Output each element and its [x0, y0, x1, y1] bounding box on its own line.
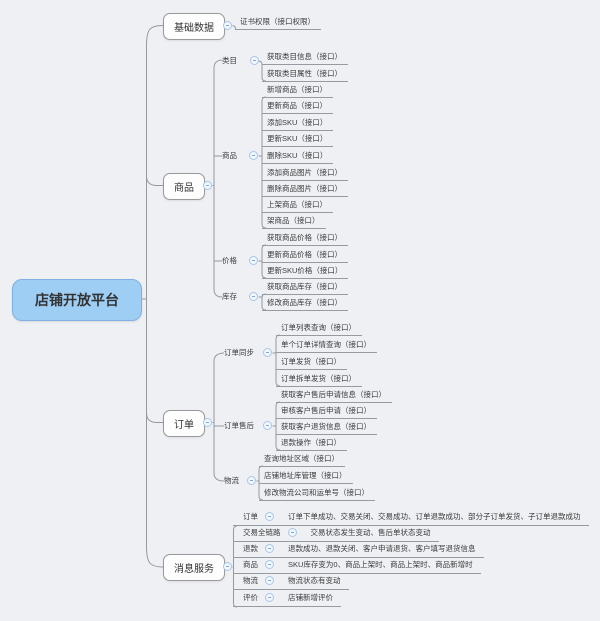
leaf-node[interactable]: 订单发货（接口） — [276, 356, 347, 370]
collapse-minus-icon[interactable] — [265, 560, 274, 569]
branch-label: 订单 — [174, 420, 194, 431]
leaf-node[interactable]: 获取商品库存（接口） — [262, 281, 348, 295]
collapse-minus-icon[interactable] — [263, 421, 272, 430]
leaf-node[interactable]: 删除商品图片（接口） — [262, 183, 348, 197]
message-topic-label[interactable]: 订单 — [243, 512, 258, 521]
collapse-minus-icon[interactable] — [249, 151, 258, 160]
leaf-node[interactable]: 删除SKU（接口） — [262, 150, 334, 164]
message-topic-label[interactable]: 物流 — [243, 576, 258, 585]
leaf-node[interactable]: 订单拆单发货（接口） — [276, 373, 362, 387]
leaf-node[interactable]: 更新SKU价格（接口） — [262, 265, 349, 279]
message-topic-row-trade-chain[interactable]: 交易全链路 交易状态发生变动、售后单状态变动 — [233, 527, 439, 542]
message-topic-content: 订单下单成功、交易关闭、交易成功、订单退款成功、部分子订单发货、子订单退款成功 — [288, 512, 581, 521]
minus-glyph — [268, 580, 271, 581]
collapse-minus-icon[interactable] — [265, 512, 274, 521]
message-topic-content: 店铺新增评价 — [288, 593, 333, 602]
leaf-node[interactable]: 获取类目信息（接口） — [262, 51, 348, 65]
message-topic-content: SKU库存变为0、商品上架时、商品上架时、商品新增时 — [288, 560, 473, 569]
message-topic-label[interactable]: 退款 — [243, 544, 258, 553]
message-topic-content: 物流状态有变动 — [288, 576, 341, 585]
message-topic-row-refund[interactable]: 退款 退款成功、退款关闭、客户申请退货、客户填写退货信息 — [233, 543, 484, 558]
leaf-node[interactable]: 新增商品（接口） — [262, 84, 333, 98]
leaf-node[interactable]: 查询地址区域（接口） — [259, 453, 345, 467]
branch-node-message-service[interactable]: 消息服务 — [163, 554, 225, 581]
leaf-node[interactable]: 修改物流公司和运单号（接口） — [259, 487, 375, 501]
message-topic-content: 退款成功、退款关闭、客户申请退货、客户填写退货信息 — [288, 544, 476, 553]
collapse-minus-icon[interactable] — [265, 576, 274, 585]
group-label-category[interactable]: 类目 — [222, 56, 237, 65]
minus-glyph — [268, 564, 271, 565]
minus-glyph — [266, 425, 269, 426]
leaf-node[interactable]: 添加商品图片（接口） — [262, 167, 348, 181]
group-label-order-sync[interactable]: 订单同步 — [224, 348, 254, 357]
group-label-stock[interactable]: 库存 — [222, 292, 237, 301]
leaf-node[interactable]: 获取客户售后申请信息（接口） — [276, 389, 392, 403]
collapse-minus-icon[interactable] — [249, 292, 258, 301]
minus-glyph — [250, 480, 253, 481]
collapse-minus-icon[interactable] — [250, 56, 259, 65]
minus-glyph — [266, 352, 269, 353]
collapse-minus-icon[interactable] — [249, 256, 258, 265]
leaf-node[interactable]: 店铺地址库管理（接口） — [259, 470, 353, 484]
leaf-node[interactable]: 审核客户售后申请（接口） — [276, 405, 377, 419]
message-topic-row-logistics[interactable]: 物流 物流状态有变动 — [233, 575, 349, 590]
leaf-node[interactable]: 上架商品（接口） — [262, 199, 333, 213]
message-topic-content: 交易状态发生变动、售后单状态变动 — [310, 528, 431, 537]
group-label-logistics[interactable]: 物流 — [224, 476, 239, 485]
leaf-node[interactable]: 修改商品库存（接口） — [262, 297, 348, 311]
collapse-minus-icon[interactable] — [203, 418, 212, 427]
message-topic-label[interactable]: 商品 — [243, 560, 258, 569]
collapse-minus-icon[interactable] — [223, 21, 232, 30]
leaf-node[interactable]: 更新商品（接口） — [262, 100, 333, 114]
leaf-node[interactable]: 获取类目属性（接口） — [262, 68, 348, 82]
minus-glyph — [206, 185, 209, 186]
group-label-goods[interactable]: 商品 — [222, 151, 237, 160]
collapse-minus-icon[interactable] — [263, 348, 272, 357]
leaf-node[interactable]: 获取商品价格（接口） — [262, 232, 348, 246]
minus-glyph — [206, 422, 209, 423]
message-topic-row-review[interactable]: 评价 店铺新增评价 — [233, 592, 341, 607]
leaf-node[interactable]: 退款操作（接口） — [276, 437, 347, 451]
collapse-minus-icon[interactable] — [203, 181, 212, 190]
branch-label: 消息服务 — [174, 564, 214, 575]
leaf-node[interactable]: 更新SKU（接口） — [262, 133, 334, 147]
collapse-minus-icon[interactable] — [265, 544, 274, 553]
message-topic-label[interactable]: 评价 — [243, 593, 258, 602]
leaf-node[interactable]: 订单列表查询（接口） — [276, 322, 362, 336]
group-label-order-after[interactable]: 订单售后 — [224, 421, 254, 430]
leaf-node[interactable]: 获取客户退货信息（接口） — [276, 421, 377, 435]
message-topic-row-goods[interactable]: 商品 SKU库存变为0、商品上架时、商品上架时、商品新增时 — [233, 559, 481, 574]
minus-glyph — [252, 296, 255, 297]
message-topic-row-order[interactable]: 订单 订单下单成功、交易关闭、交易成功、订单退款成功、部分子订单发货、子订单退款… — [233, 511, 589, 526]
minus-glyph — [253, 60, 256, 61]
minus-glyph — [252, 155, 255, 156]
group-label-price[interactable]: 价格 — [222, 256, 237, 265]
minus-glyph — [226, 25, 229, 26]
minus-glyph — [268, 516, 271, 517]
leaf-node[interactable]: 更新商品价格（接口） — [262, 249, 348, 263]
minus-glyph — [268, 548, 271, 549]
collapse-minus-icon[interactable] — [265, 593, 274, 602]
minus-glyph — [290, 532, 294, 533]
leaf-node[interactable]: 单个订单详情查询（接口） — [276, 339, 377, 353]
minus-glyph — [252, 260, 255, 261]
collapse-minus-icon[interactable] — [247, 476, 256, 485]
root-label: 店铺开放平台 — [35, 292, 119, 308]
branch-label: 基础数据 — [174, 23, 214, 34]
leaf-node[interactable]: 添加SKU（接口） — [262, 117, 334, 131]
minus-glyph — [268, 597, 271, 598]
minus-glyph — [226, 566, 229, 567]
leaf-node[interactable]: 证书权限（接口权限） — [235, 16, 321, 30]
branch-node-orders[interactable]: 订单 — [163, 410, 205, 437]
branch-label: 商品 — [174, 183, 194, 194]
collapse-minus-icon[interactable] — [223, 562, 232, 571]
message-topic-label[interactable]: 交易全链路 — [243, 528, 281, 537]
collapse-minus-icon[interactable] — [287, 528, 297, 537]
root-node[interactable]: 店铺开放平台 — [12, 279, 142, 321]
leaf-node[interactable]: 架商品（接口） — [262, 215, 326, 229]
branch-node-basic-data[interactable]: 基础数据 — [163, 13, 225, 40]
branch-node-goods[interactable]: 商品 — [163, 173, 205, 200]
